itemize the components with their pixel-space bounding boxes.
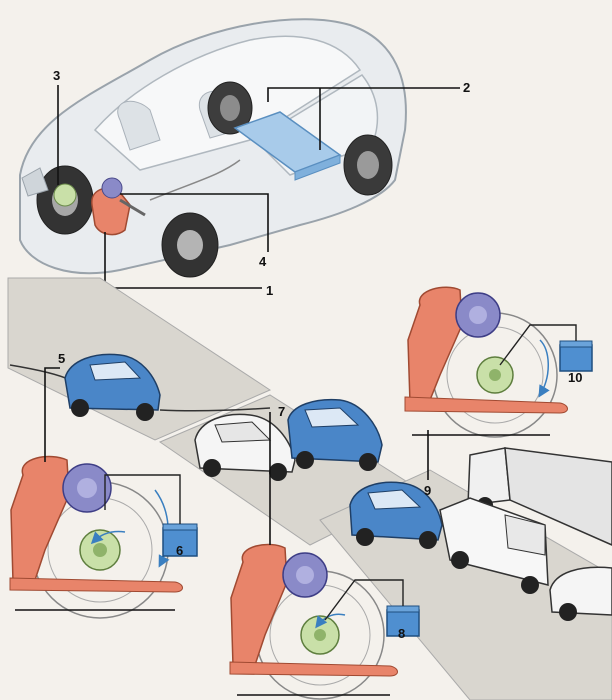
callout-6: 6 — [176, 543, 183, 558]
callout-5: 5 — [58, 351, 65, 366]
powertrain-inset-cruise — [229, 543, 420, 700]
bottom-leader-lines — [44, 367, 429, 545]
car-right-edge — [549, 566, 612, 621]
blue-car-braking — [349, 481, 443, 549]
van — [439, 497, 549, 594]
callout-7: 7 — [278, 404, 285, 419]
callout-4: 4 — [259, 254, 267, 269]
callout-8: 8 — [398, 626, 405, 641]
hybrid-car-illustration — [19, 18, 407, 278]
powertrain-inset-launch — [9, 455, 198, 619]
callout-3: 3 — [53, 68, 60, 83]
callout-10: 10 — [568, 370, 582, 385]
battery-pack — [233, 111, 342, 181]
blue-car-starting — [64, 353, 161, 421]
callout-2: 2 — [463, 80, 470, 95]
engine-unit — [91, 177, 146, 236]
blue-car-cruising — [287, 398, 383, 471]
callout-1: 1 — [266, 283, 273, 298]
callout-9: 9 — [424, 483, 431, 498]
powertrain-inset-regen — [404, 286, 593, 438]
